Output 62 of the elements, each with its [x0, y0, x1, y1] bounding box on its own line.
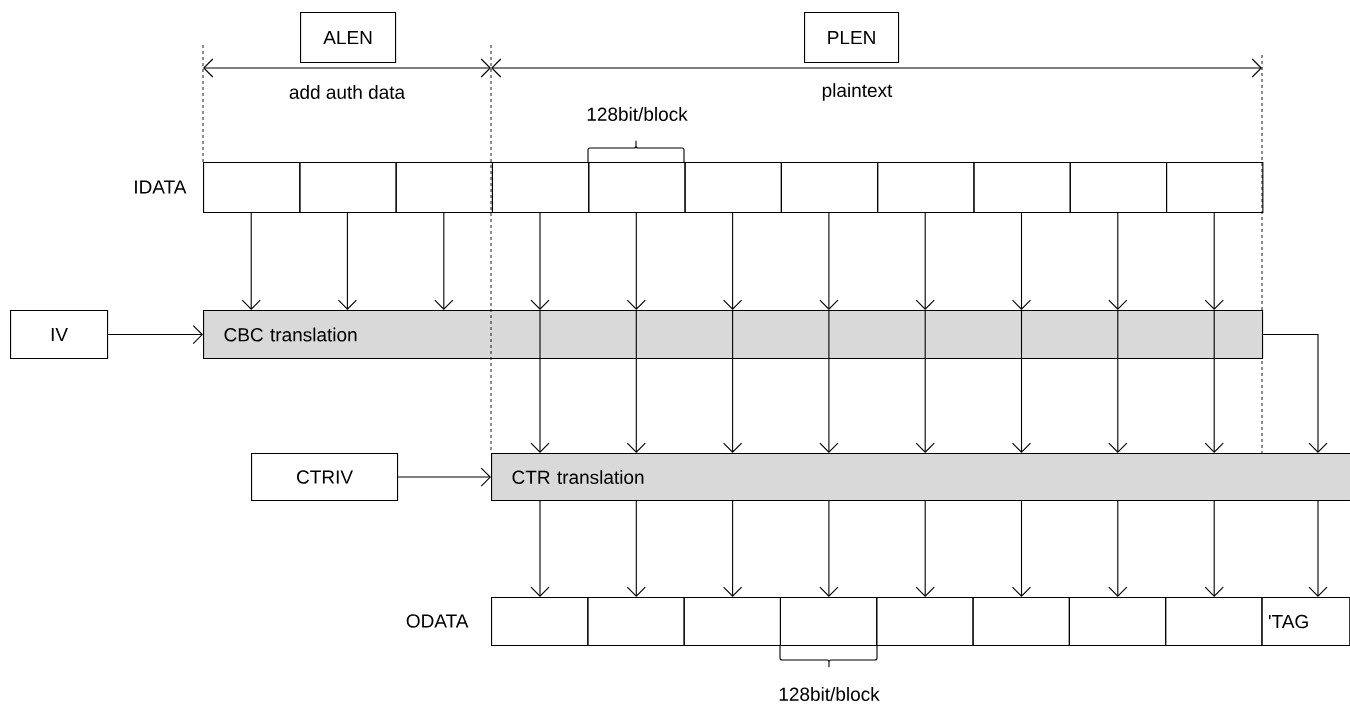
data-cell [780, 162, 879, 214]
arrow [1108, 212, 1128, 310]
arrow [1262, 334, 1328, 453]
data-cell [1166, 162, 1264, 214]
data-cell [973, 162, 1071, 214]
data-cell [877, 162, 975, 214]
arrow [819, 309, 839, 453]
arrow [1011, 309, 1032, 453]
arrow [1011, 212, 1032, 310]
data-cell: 'TAG [1261, 597, 1350, 647]
label-box: CTRIV [251, 453, 399, 502]
arrow [530, 212, 550, 310]
label: 128bit/block [779, 687, 880, 701]
arrow [107, 325, 203, 345]
data-cell [1068, 597, 1167, 647]
label: 128bit/block [587, 107, 688, 121]
arrow [915, 212, 935, 310]
arrow [1204, 500, 1224, 597]
label: plaintext [822, 83, 893, 101]
label-box: IV [10, 310, 109, 360]
arrow [819, 500, 839, 597]
data-cell [876, 597, 974, 647]
arrow [1204, 212, 1224, 310]
data-cell [779, 597, 878, 647]
data-cell [683, 597, 781, 647]
arrow [1308, 500, 1328, 597]
data-cell [299, 162, 397, 214]
data-cell [395, 162, 493, 214]
arrow [434, 212, 454, 310]
label: add auth data [289, 85, 406, 99]
arrow [819, 212, 839, 310]
arrow [241, 212, 261, 310]
data-cell [491, 162, 590, 214]
label: ODATA [406, 614, 469, 628]
data-cell [1069, 162, 1168, 214]
data-cell [972, 597, 1070, 647]
arrow [1204, 309, 1224, 453]
arrow [915, 500, 935, 597]
arrow [723, 309, 743, 453]
process-bar: CTR translation [491, 453, 1350, 502]
arrow [723, 212, 743, 310]
arrow [1011, 500, 1032, 597]
arrow [723, 500, 743, 597]
data-cell [588, 162, 686, 214]
arrow [1108, 500, 1128, 597]
arrow [915, 309, 935, 453]
data-cell [491, 597, 589, 647]
label-box: PLEN [804, 12, 900, 64]
data-cell [684, 162, 782, 214]
arrow [626, 500, 646, 597]
data-cell [587, 597, 685, 647]
arrow [1108, 309, 1128, 453]
label-box: ALEN [300, 12, 397, 64]
data-cell [1165, 597, 1263, 647]
process-bar: CBC translation [203, 310, 1264, 360]
data-cell [203, 162, 301, 214]
arrow [626, 309, 646, 453]
arrow [397, 467, 491, 487]
arrow [530, 309, 550, 453]
arrow [626, 212, 646, 310]
arrow [337, 212, 357, 310]
arrow [530, 500, 550, 597]
